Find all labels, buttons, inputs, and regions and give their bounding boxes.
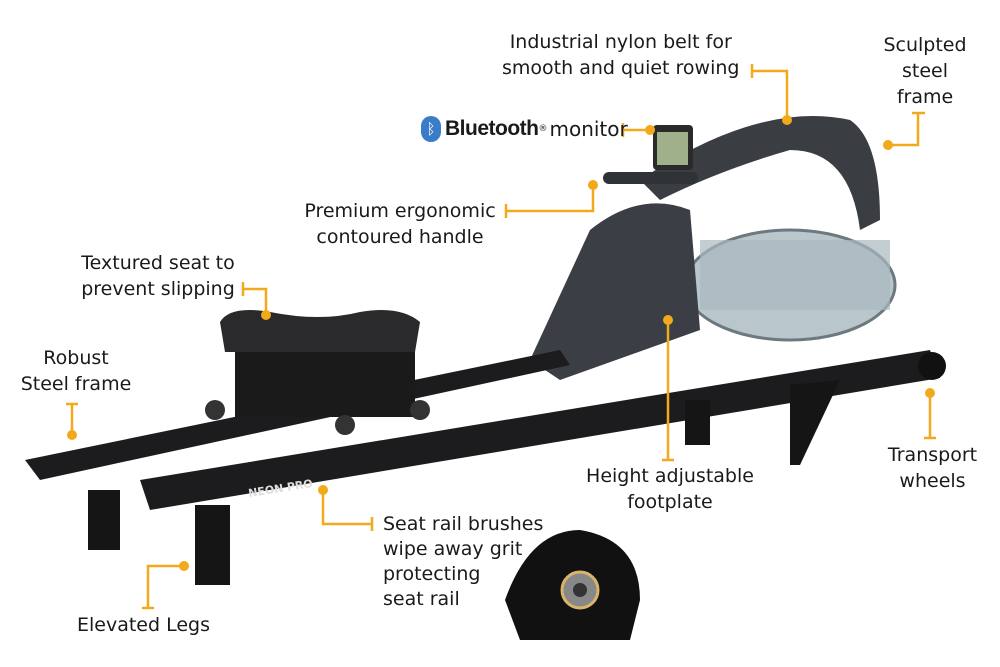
sculpted-arch bbox=[640, 116, 880, 230]
callout-line: Premium ergonomic bbox=[304, 200, 496, 222]
callout-legs: Elevated Legs bbox=[77, 614, 210, 636]
callout-line: wipe away grit bbox=[383, 538, 523, 560]
callout-line: Industrial nylon belt for bbox=[509, 31, 732, 53]
footplate-tower bbox=[530, 203, 700, 380]
callout-line: Steel frame bbox=[20, 373, 132, 395]
callout-line: Textured seat to bbox=[81, 252, 235, 274]
registered-mark: ® bbox=[538, 124, 548, 134]
callout-line: smooth and quiet rowing bbox=[502, 57, 740, 79]
callout-line: seat rail bbox=[383, 588, 460, 610]
callout-brushes: Seat rail brushes wipe away grit protect… bbox=[383, 512, 543, 612]
callout-line: footplate bbox=[627, 491, 713, 513]
callout-line: contoured handle bbox=[316, 226, 484, 248]
callout-line: Seat rail brushes bbox=[383, 513, 544, 535]
callout-bluetooth: ᛒ Bluetooth ® monitor bbox=[421, 116, 628, 142]
callout-seat: Textured seat to prevent slipping bbox=[78, 250, 238, 302]
seat bbox=[220, 309, 420, 352]
callout-line: Sculpted bbox=[883, 34, 967, 56]
callout-line: frame bbox=[896, 86, 954, 108]
callout-handle: Premium ergonomic contoured handle bbox=[300, 198, 500, 250]
leader-lines bbox=[66, 64, 936, 610]
callout-line: wheels bbox=[899, 470, 966, 492]
bluetooth-brand: Bluetooth bbox=[445, 117, 539, 140]
bluetooth-monitor-text: monitor bbox=[549, 117, 628, 141]
callout-footplate: Height adjustable footplate bbox=[584, 463, 756, 515]
callout-line: Height adjustable bbox=[586, 465, 754, 487]
callout-wheels: Transport wheels bbox=[880, 442, 985, 494]
callout-line: Transport bbox=[887, 444, 978, 466]
bluetooth-icon: ᛒ bbox=[421, 116, 441, 142]
handle-bar bbox=[603, 172, 698, 184]
front-leg-left bbox=[88, 490, 120, 550]
callout-sculpted-frame: Sculpted steel frame bbox=[880, 32, 970, 110]
transport-wheel bbox=[918, 352, 946, 380]
callout-line: Robust bbox=[43, 347, 109, 369]
seat-carriage bbox=[235, 352, 415, 417]
seat-rail-brush-inset bbox=[505, 530, 640, 640]
leader-dots bbox=[67, 115, 935, 571]
callout-robust-frame: Robust Steel frame bbox=[18, 345, 134, 397]
front-leg-right bbox=[195, 505, 230, 585]
callout-belt: Industrial nylon belt for smooth and qui… bbox=[502, 29, 739, 81]
callout-line: prevent slipping bbox=[81, 278, 235, 300]
rear-leg bbox=[790, 380, 840, 465]
right-rail bbox=[140, 350, 940, 510]
callout-line: steel bbox=[901, 60, 948, 82]
callout-line: protecting bbox=[383, 563, 481, 585]
